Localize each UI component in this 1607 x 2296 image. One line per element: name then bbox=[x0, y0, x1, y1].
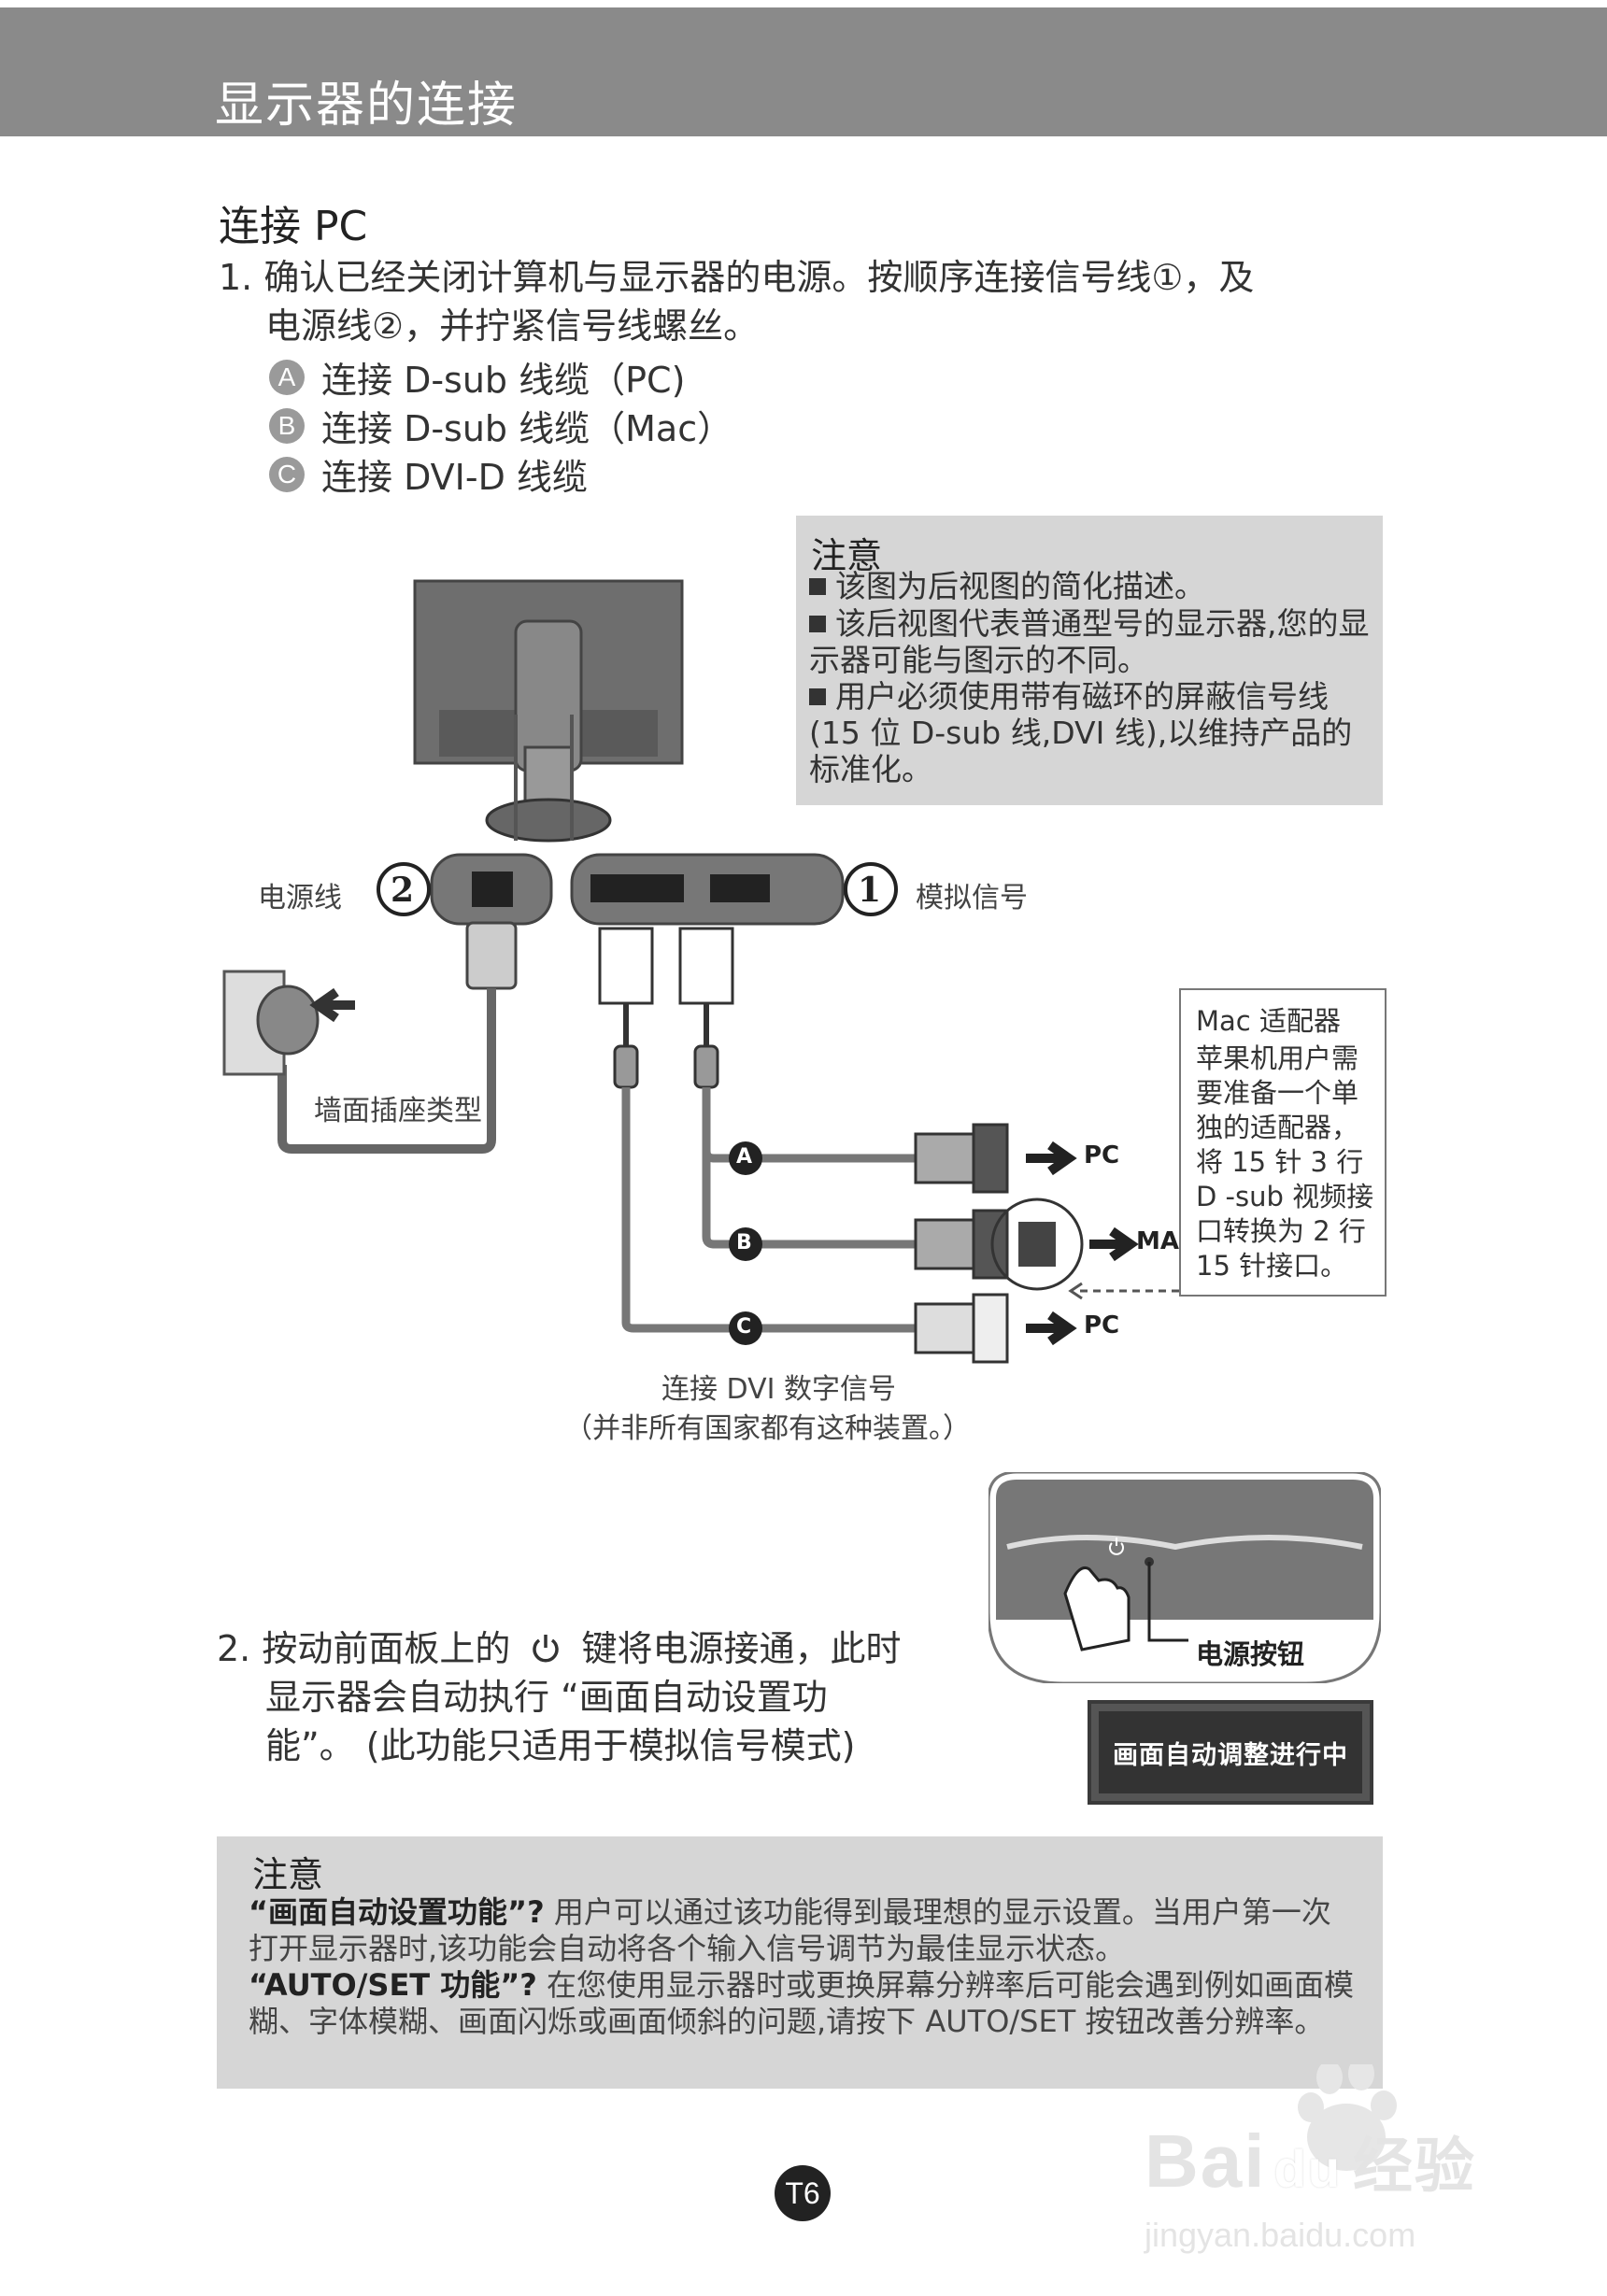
arrow-right-icon bbox=[1026, 1141, 1077, 1176]
auto-adjust-text: 画面自动调整进行中 bbox=[1113, 1740, 1348, 1770]
option-a-text: 连接 D-sub 线缆（PC) bbox=[321, 360, 686, 401]
port-1-number: 1 bbox=[858, 871, 882, 910]
wall-outlet-label: 墙面插座类型 bbox=[310, 1087, 486, 1128]
cable-badge-b bbox=[729, 1227, 762, 1261]
note-item: 该图为后视图的简化描述。 bbox=[809, 568, 1370, 604]
arrow-right-icon bbox=[1089, 1226, 1139, 1262]
note-box-rear-view: 注意 该图为后视图的简化描述。 该后视图代表普通型号的显示器,您的显示器可能与图… bbox=[796, 516, 1383, 805]
step1-text-line1: 1. 确认已经关闭计算机与显示器的电源。按顺序连接信号线①，及 bbox=[219, 257, 1255, 298]
section-title: 连接 PC bbox=[219, 203, 368, 250]
power-icon bbox=[533, 1635, 560, 1663]
bullet-square-icon bbox=[809, 578, 826, 595]
dvi-caption-line2: （并非所有国家都有这种装置。） bbox=[564, 1412, 971, 1445]
note-title: 注意 bbox=[811, 535, 883, 576]
port-2-marker bbox=[377, 862, 431, 916]
signal-port-icon bbox=[570, 853, 845, 926]
cable-badge-b-text: B bbox=[736, 1231, 752, 1254]
mac-adapter-title: Mac 适配器 bbox=[1196, 1005, 1341, 1037]
cable-badge-a bbox=[729, 1141, 762, 1175]
note-box-auto-set: 注意 “画面自动设置功能”? 用户可以通过该功能得到最理想的显示设置。当用户第一… bbox=[217, 1836, 1383, 2089]
connection-diagram-illustration bbox=[222, 579, 1179, 1364]
insert-arrow-icon bbox=[309, 987, 355, 1023]
page-title: 显示器的连接 bbox=[215, 78, 519, 134]
baidu-paw-icon bbox=[1298, 2057, 1397, 2171]
analog-signal-label: 模拟信号 bbox=[916, 882, 1028, 914]
dest-label-pc-c: PC bbox=[1084, 1311, 1120, 1339]
bullet-square-icon bbox=[809, 616, 826, 632]
option-a-badge: A bbox=[269, 359, 305, 395]
power-cord-label: 电源线 bbox=[258, 882, 342, 914]
option-b-text: 连接 D-sub 线缆（Mac） bbox=[321, 408, 733, 449]
bullet-square-icon bbox=[809, 688, 826, 705]
note2-paragraph-2: “AUTO/SET 功能”? 在您使用显示器时或更换屏幕分辨率后可能会遇到例如画… bbox=[249, 1967, 1355, 2039]
option-c-badge: C bbox=[269, 456, 305, 492]
watermark-text-jingyan: 经验 bbox=[1352, 2133, 1476, 2200]
mac-adapter-icon bbox=[990, 1198, 1084, 1291]
mac-adapter-box: Mac 适配器 苹果机用户需要准备一个单独的适配器，将 15 针 3 行 D -… bbox=[1179, 988, 1387, 1297]
connection-diagram: 电源线 模拟信号 2 1 墙面插座类型 A B C PC MAC PC 连接 D… bbox=[187, 560, 1401, 1448]
port-1-marker bbox=[844, 862, 898, 916]
watermark-text-du: du bbox=[1273, 2139, 1342, 2198]
mac-adapter-body: 苹果机用户需要准备一个单独的适配器，将 15 针 3 行 D -sub 视频接口… bbox=[1196, 1042, 1374, 1282]
cable-badge-c-text: C bbox=[736, 1315, 752, 1339]
front-panel-illustration bbox=[988, 1472, 1381, 1683]
cable-badge-a-text: A bbox=[736, 1145, 753, 1169]
option-c-text: 连接 DVI-D 线缆 bbox=[321, 457, 588, 498]
option-c: C 连接 DVI-D 线缆 bbox=[269, 448, 588, 500]
page-number: T6 bbox=[775, 2165, 831, 2221]
option-b-badge: B bbox=[269, 407, 305, 444]
arrow-right-icon bbox=[1026, 1311, 1077, 1346]
step2-text-line3: 能”。 (此功能只适用于模拟信号模式) bbox=[265, 1725, 856, 1766]
page-header: 显示器的连接 bbox=[0, 7, 1607, 136]
dvi-caption-line1: 连接 DVI 数字信号 bbox=[661, 1373, 897, 1406]
step2-text-line1: 2. 按动前面板上的 键将电源接通，此时 bbox=[217, 1628, 902, 1669]
note2-title: 注意 bbox=[252, 1854, 324, 1895]
option-b: B 连接 D-sub 线缆（Mac） bbox=[269, 400, 732, 451]
power-icon bbox=[1109, 1538, 1124, 1555]
auto-adjust-osd: 画面自动调整进行中 bbox=[1088, 1700, 1373, 1805]
cable-badge-c bbox=[729, 1311, 762, 1345]
watermark-text-bai: Bai bbox=[1145, 2119, 1267, 2203]
note2-paragraph-1: “画面自动设置功能”? 用户可以通过该功能得到最理想的显示设置。当用户第一次打开… bbox=[249, 1894, 1331, 1966]
step1-text-line2: 电源线②，并拧紧信号线螺丝。 bbox=[265, 305, 760, 347]
step2-text-line2: 显示器会自动执行 “画面自动设置功 bbox=[265, 1677, 828, 1718]
watermark-url: jingyan.baidu.com bbox=[1145, 2216, 1416, 2254]
hand-pointer-icon bbox=[1063, 1566, 1131, 1651]
dest-label-pc-a: PC bbox=[1084, 1141, 1120, 1169]
note-item: 用户必须使用带有磁环的屏蔽信号线(15 位 D-sub 线,DVI 线),以维持… bbox=[809, 678, 1353, 787]
power-button-label: 电源按钮 bbox=[1196, 1638, 1305, 1670]
note-item: 该后视图代表普通型号的显示器,您的显示器可能与图示的不同。 bbox=[809, 605, 1370, 678]
option-a: A 连接 D-sub 线缆（PC) bbox=[269, 351, 685, 403]
port-2-number: 2 bbox=[391, 871, 415, 910]
